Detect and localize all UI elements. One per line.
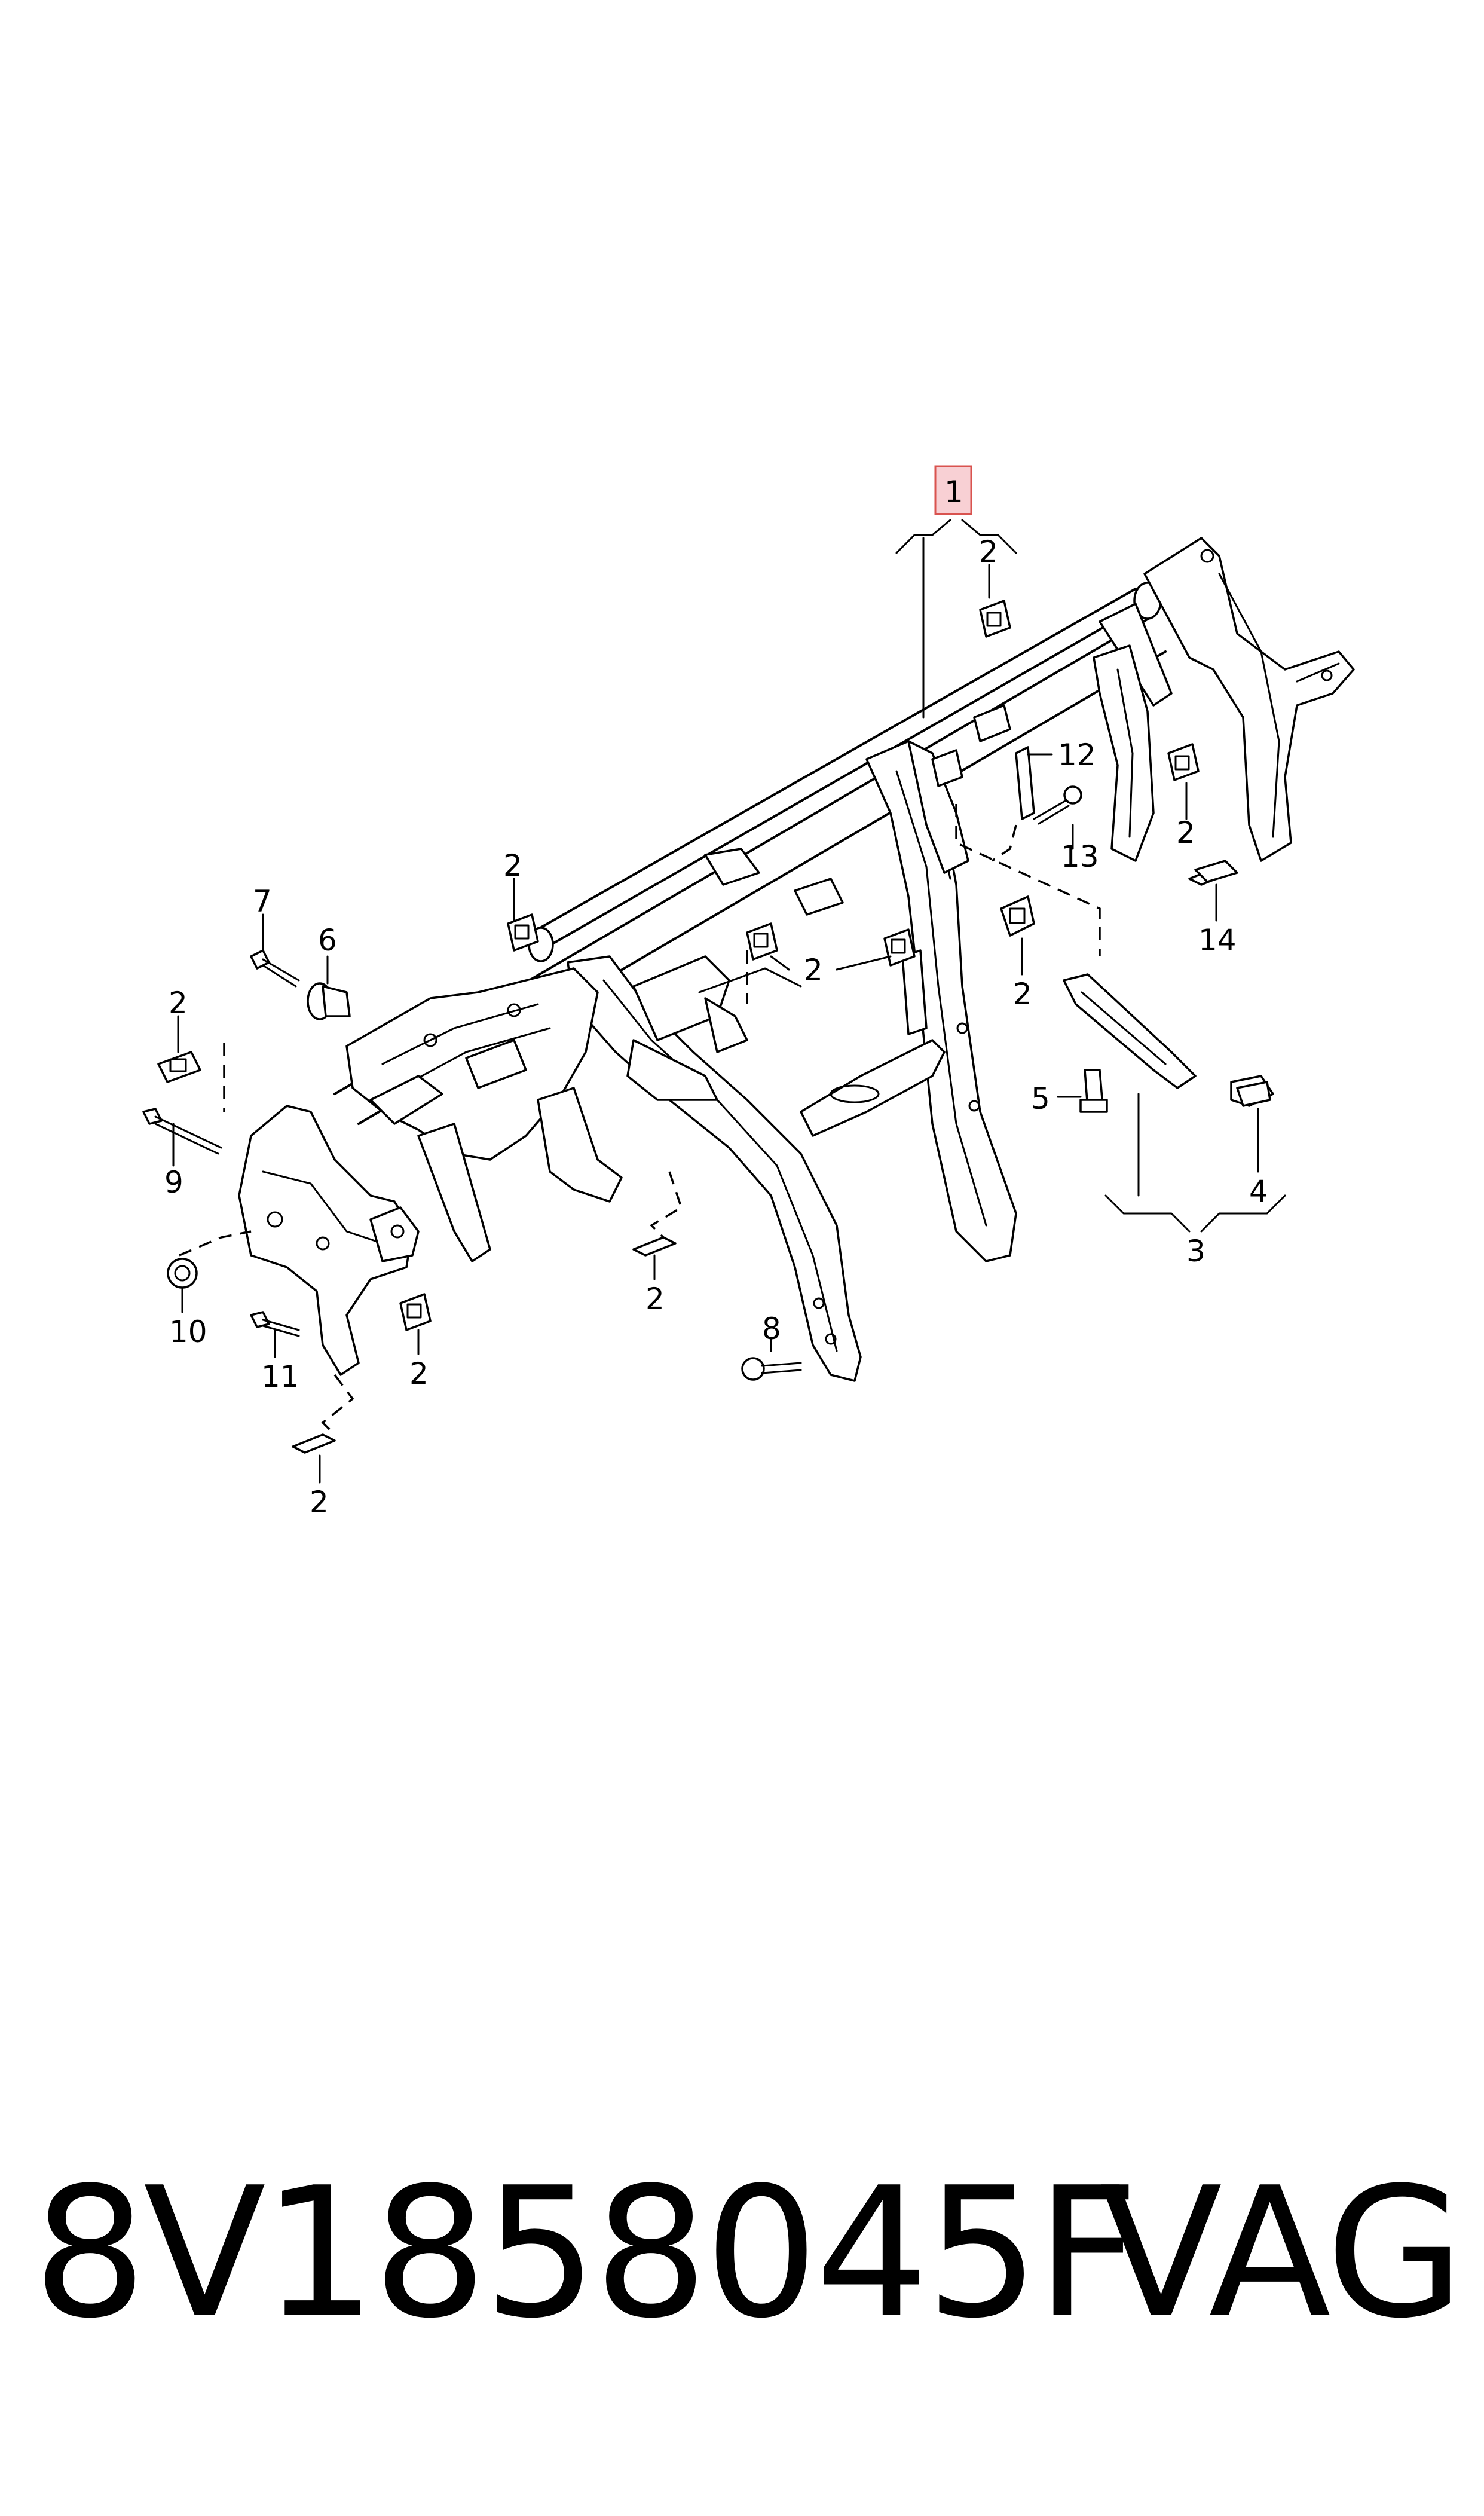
callout-14: 14 <box>1198 923 1237 958</box>
callout-2-bottom-left: 2 <box>310 1485 329 1520</box>
callout-13: 13 <box>1061 839 1099 874</box>
brand-name: VAG <box>1100 2149 1464 2358</box>
callout-1-highlight <box>934 465 972 515</box>
callout-2-right: 2 <box>1176 815 1195 850</box>
center-support-leg <box>865 740 1017 1262</box>
leader-lines <box>172 519 1286 1484</box>
callout-2-left: 2 <box>169 986 188 1020</box>
callout-11: 11 <box>261 1359 299 1394</box>
callout-10: 10 <box>169 1314 207 1349</box>
callout-2-lower-left: 2 <box>409 1356 429 1391</box>
callout-8: 8 <box>762 1312 781 1346</box>
main-curved-leg <box>567 955 862 1382</box>
right-end-bracket <box>1093 537 1355 862</box>
callout-2-bottom-center: 2 <box>645 1282 665 1316</box>
left-end-bracket <box>238 1105 420 1376</box>
callout-2-left-center: 2 <box>503 848 522 883</box>
callout-7: 7 <box>253 884 272 919</box>
callout-3: 3 <box>1186 1234 1205 1268</box>
callout-6: 6 <box>318 923 337 958</box>
fasteners <box>142 746 1271 1381</box>
callout-labels: 1 2 12 13 2 14 2 2 2 7 6 2 9 10 11 2 2 2… <box>164 475 1268 1520</box>
left-bracket-cluster <box>345 955 802 1262</box>
dashed-assembly-lines <box>179 804 1101 1436</box>
callout-2-top: 2 <box>979 534 998 569</box>
part-number: 8V1858045F <box>33 2149 1139 2358</box>
callout-5: 5 <box>1031 1081 1050 1116</box>
clip-nuts <box>157 600 1232 1454</box>
callout-9: 9 <box>164 1165 183 1200</box>
exploded-parts-diagram: 1 2 12 13 2 14 2 2 2 7 6 2 9 10 11 2 2 2… <box>142 465 1355 1520</box>
center-tunnel-brace <box>800 949 946 1137</box>
callout-2-right-lower: 2 <box>1013 977 1032 1011</box>
callout-4: 4 <box>1249 1174 1268 1209</box>
callout-2-center: 2 <box>804 953 823 988</box>
callout-12: 12 <box>1058 738 1096 772</box>
callout-1: 1 <box>944 475 963 509</box>
